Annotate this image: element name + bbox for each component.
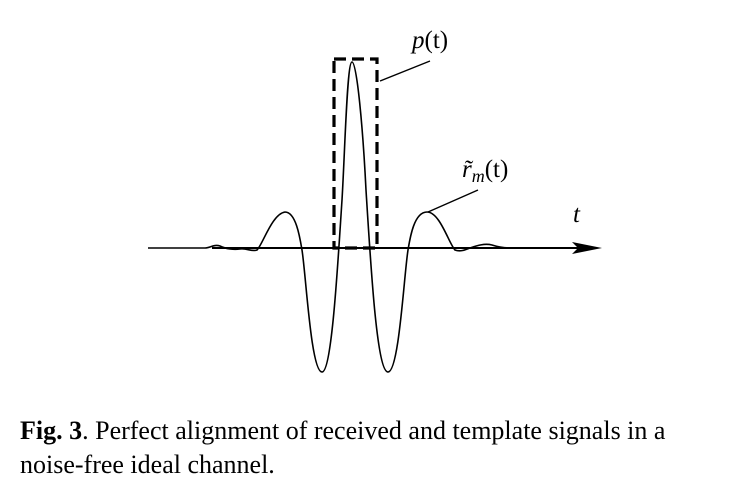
caption-text: . Perfect alignment of received and temp…: [20, 416, 666, 479]
pulse-leader-line: [379, 60, 431, 82]
received-label: r̃m(t): [462, 156, 508, 186]
pulse-label: p(t): [410, 27, 448, 54]
template-pulse-rectangle: [332, 57, 379, 250]
caption-label: Fig. 3: [20, 416, 83, 445]
figure-caption: Fig. 3. Perfect alignment of received an…: [20, 414, 735, 482]
alignment-diagram: p(t) r̃m(t) t: [148, 27, 602, 373]
axis-label: t: [573, 201, 581, 228]
received-signal-waveform: [148, 61, 513, 373]
received-leader-line: [427, 189, 479, 213]
time-axis-arrowhead: [572, 242, 602, 254]
